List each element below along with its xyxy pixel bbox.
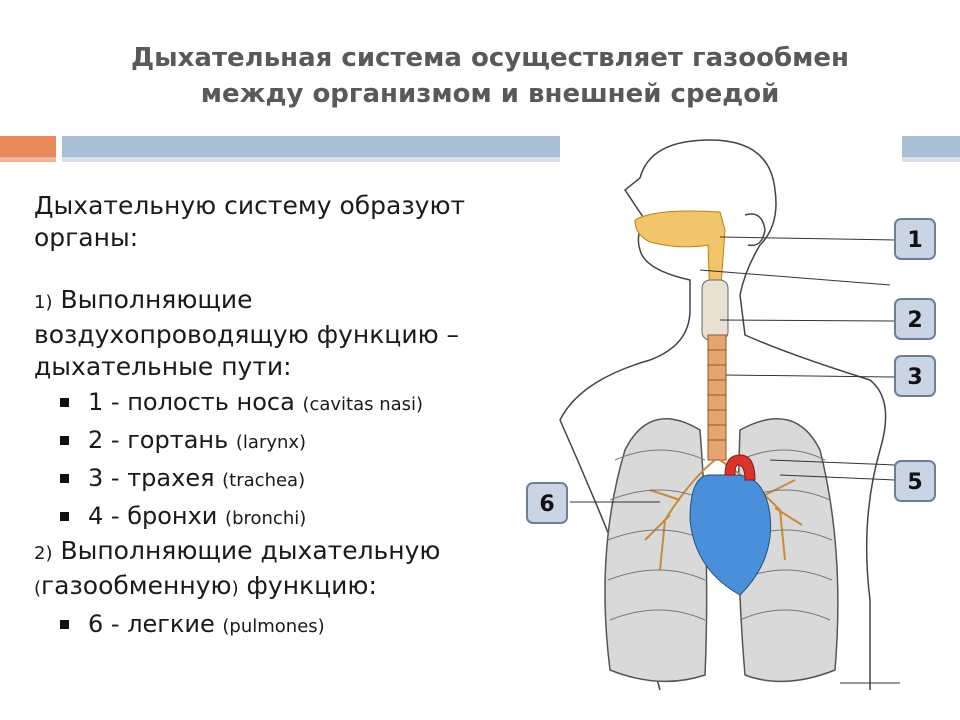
intro-line-2: органы: bbox=[34, 223, 139, 252]
item-latin: (pulmones) bbox=[222, 616, 325, 637]
item-latin: (bronchi) bbox=[225, 508, 307, 529]
list-item-bronchi: 4 - бронхи (bronchi) bbox=[34, 497, 594, 535]
group1-heading: 1) Выполняющие bbox=[34, 284, 594, 319]
slide-title: Дыхательная система осуществляет газообм… bbox=[40, 40, 940, 112]
group2-line1: Выполняющие дыхательную bbox=[60, 536, 441, 565]
accent-bar-orange bbox=[0, 136, 56, 162]
group2-rest: функцию: bbox=[238, 571, 377, 600]
list-item-larynx: 2 - гортань (larynx) bbox=[34, 421, 594, 459]
item-latin: (cavitas nasi) bbox=[302, 394, 424, 415]
pointer-lines bbox=[570, 236, 900, 684]
group2-line2: (газообменную) функцию: bbox=[34, 570, 594, 605]
accent-bar-blue-right bbox=[902, 136, 960, 162]
ear bbox=[744, 213, 766, 247]
group2-word: газообменную bbox=[41, 571, 232, 600]
nasal-cavity bbox=[634, 210, 726, 301]
list-item-trachea: 3 - трахея (trachea) bbox=[34, 459, 594, 497]
body-outline bbox=[559, 139, 887, 691]
item-ru: 3 - трахея bbox=[88, 464, 215, 492]
group1-number: 1) bbox=[34, 292, 53, 313]
title-line-1: Дыхательная система осуществляет газообм… bbox=[130, 43, 849, 73]
item-ru: 1 - полость носа bbox=[88, 388, 295, 416]
intro-line-1: Дыхательную систему образуют bbox=[34, 191, 466, 220]
label-badge-6: 6 bbox=[526, 482, 568, 524]
title-line-2: между организмом и внешней средой bbox=[200, 79, 780, 109]
label-badge-5: 5 bbox=[894, 460, 936, 502]
item-latin: (trachea) bbox=[222, 470, 306, 491]
group1-line3: дыхательные пути: bbox=[34, 352, 292, 381]
item-ru: 2 - гортань bbox=[88, 426, 229, 454]
slide-body: Дыхательную систему образуют органы: 1) … bbox=[34, 190, 594, 643]
label-badge-1: 1 bbox=[894, 218, 936, 260]
item-ru: 6 - легкие bbox=[88, 610, 215, 638]
respiratory-system-illustration bbox=[559, 139, 900, 691]
heart bbox=[689, 474, 772, 596]
left-lung bbox=[604, 418, 708, 683]
paren-open: ( bbox=[34, 578, 42, 599]
accent-bar-blue bbox=[62, 136, 560, 162]
aorta bbox=[724, 454, 756, 481]
group2-number: 2) bbox=[34, 543, 53, 564]
trachea bbox=[707, 334, 727, 461]
item-ru: 4 - бронхи bbox=[88, 502, 218, 530]
paren-close: ) bbox=[231, 578, 239, 599]
item-latin: (larynx) bbox=[235, 432, 307, 453]
group2-heading: 2) Выполняющие дыхательную bbox=[34, 535, 594, 570]
group1-line1: Выполняющие bbox=[60, 285, 253, 314]
group1-line2: воздухопроводящую функцию – bbox=[34, 320, 460, 349]
list-item-lungs: 6 - легкие (pulmones) bbox=[34, 605, 594, 643]
label-badge-2: 2 bbox=[894, 298, 936, 340]
larynx bbox=[701, 279, 729, 341]
ribs bbox=[607, 449, 833, 621]
list-item-nose: 1 - полость носа (cavitas nasi) bbox=[34, 383, 594, 421]
label-badge-3: 3 bbox=[894, 355, 936, 397]
